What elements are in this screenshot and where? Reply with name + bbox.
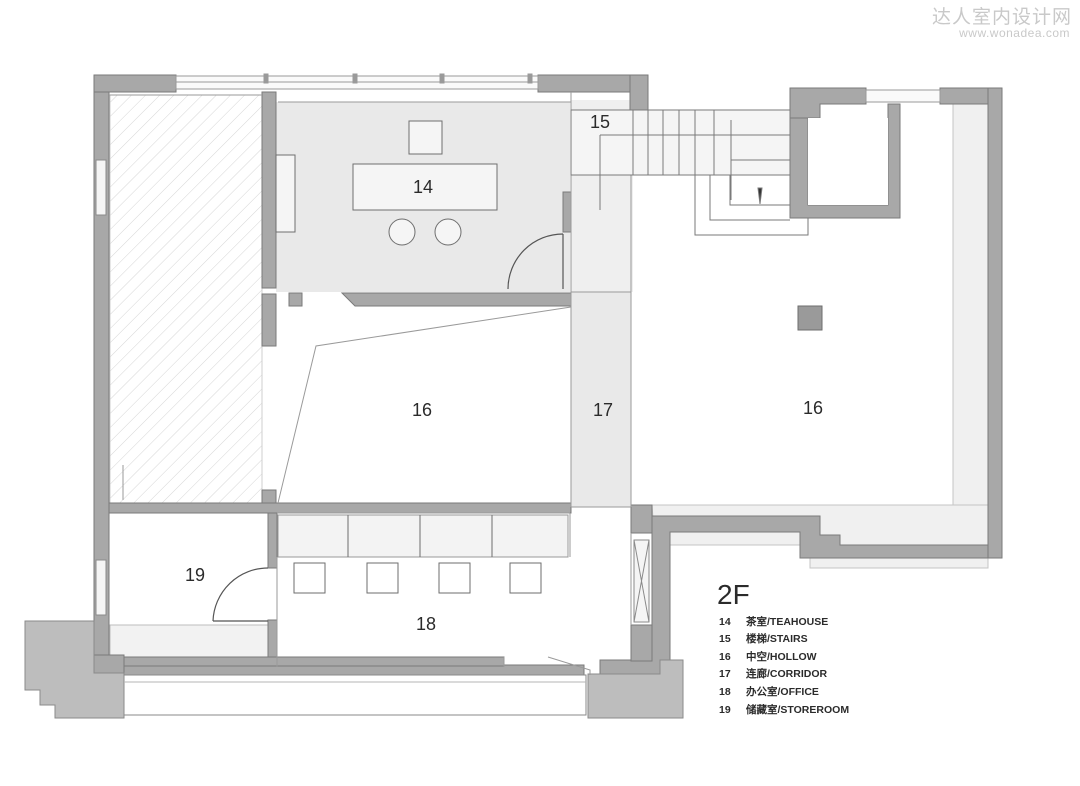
room-label-stairs: 15 bbox=[590, 112, 610, 132]
top-stair-wall bbox=[629, 74, 649, 111]
room-label-hollow-left: 16 bbox=[412, 400, 432, 420]
balcony-hatched-area bbox=[109, 94, 263, 504]
room-label-corridor: 17 bbox=[593, 400, 613, 420]
watermark-brand: 达人室内设计网 bbox=[931, 6, 1072, 28]
right-outer-wall bbox=[987, 87, 1003, 559]
legend: 14 茶室/TEAHOUSE 15 楼梯/STAIRS 16 中空/HOLLOW… bbox=[719, 615, 849, 716]
bottom-left-wall bbox=[93, 654, 125, 674]
office-chair-3 bbox=[438, 562, 471, 594]
teahouse-left-wall bbox=[261, 91, 277, 289]
office-bottom-wall bbox=[123, 656, 505, 667]
tea-table bbox=[352, 163, 498, 211]
room-labels: 14 15 16 17 16 19 18 bbox=[185, 112, 823, 634]
thin-lines bbox=[109, 92, 695, 675]
left-lower-window bbox=[95, 559, 107, 616]
office-right-wall bbox=[630, 624, 653, 662]
corridor-side-window bbox=[633, 539, 650, 623]
legend-num-17: 17 bbox=[719, 668, 731, 680]
hollow-column bbox=[797, 305, 823, 331]
office-chair-1 bbox=[293, 562, 326, 594]
shaft-inner-white bbox=[808, 118, 888, 205]
top-right-window bbox=[865, 89, 941, 103]
teahouse-right-wall bbox=[562, 191, 572, 233]
legend-num-14: 14 bbox=[719, 616, 731, 628]
bottom-balcony-slab bbox=[123, 674, 587, 716]
watermark-url: www.wonadea.com bbox=[959, 26, 1070, 40]
teahouse-pillar bbox=[288, 292, 303, 307]
middle-horizontal-wall bbox=[108, 502, 572, 514]
exterior-walls bbox=[93, 74, 1003, 676]
room-label-hollow-right: 16 bbox=[803, 398, 823, 418]
top-left-wall-stub bbox=[93, 74, 177, 93]
room-label-storeroom: 19 bbox=[185, 565, 205, 585]
tea-side-bench bbox=[275, 154, 296, 233]
interior-walls bbox=[108, 91, 653, 667]
storeroom-right-wall bbox=[267, 512, 278, 569]
legend-name-14: 茶室/TEAHOUSE bbox=[745, 615, 828, 628]
legend-num-16: 16 bbox=[719, 651, 731, 663]
corridor-bottom-post bbox=[630, 504, 653, 534]
teahouse-furniture bbox=[275, 120, 498, 246]
tea-stool-left bbox=[388, 218, 416, 246]
floor-label: 2F bbox=[717, 579, 750, 610]
hollow-right-inner-wall-band bbox=[952, 102, 989, 506]
tea-stool-right bbox=[434, 218, 462, 246]
office-desk-strip bbox=[277, 514, 569, 558]
storeroom-right-wall-low bbox=[267, 619, 278, 658]
legend-num-18: 18 bbox=[719, 686, 731, 698]
office-chair-2 bbox=[366, 562, 399, 594]
teahouse-bottom-wall bbox=[340, 292, 572, 307]
storeroom-floor-strip bbox=[109, 624, 271, 658]
legend-num-15: 15 bbox=[719, 633, 731, 645]
left-terrace bbox=[24, 620, 125, 719]
staircase bbox=[570, 109, 809, 236]
bottom-right-stepped-wall bbox=[599, 515, 989, 675]
right-terrace bbox=[587, 659, 684, 719]
legend-name-16: 中空/HOLLOW bbox=[746, 650, 817, 663]
legend-name-18: 办公室/OFFICE bbox=[746, 685, 819, 698]
top-window bbox=[175, 73, 539, 90]
legend-name-15: 楼梯/STAIRS bbox=[746, 632, 808, 645]
terraces bbox=[24, 620, 684, 719]
office-furniture bbox=[293, 515, 542, 594]
legend-name-19: 储藏室/STOREROOM bbox=[746, 703, 849, 716]
left-window bbox=[95, 159, 107, 216]
room-label-teahouse: 14 bbox=[413, 177, 433, 197]
legend-num-19: 19 bbox=[719, 704, 731, 716]
room-label-office: 18 bbox=[416, 614, 436, 634]
tea-cabinet bbox=[408, 120, 443, 155]
office-chair-4 bbox=[509, 562, 542, 594]
hollow-left-wall bbox=[261, 293, 277, 347]
top-shaft-wall bbox=[789, 87, 867, 119]
corridor-fill bbox=[571, 292, 631, 507]
teahouse-door-swing bbox=[507, 233, 564, 290]
legend-name-17: 连廊/CORRIDOR bbox=[746, 667, 827, 680]
storeroom-door-swing bbox=[212, 567, 269, 622]
doors bbox=[212, 233, 564, 622]
